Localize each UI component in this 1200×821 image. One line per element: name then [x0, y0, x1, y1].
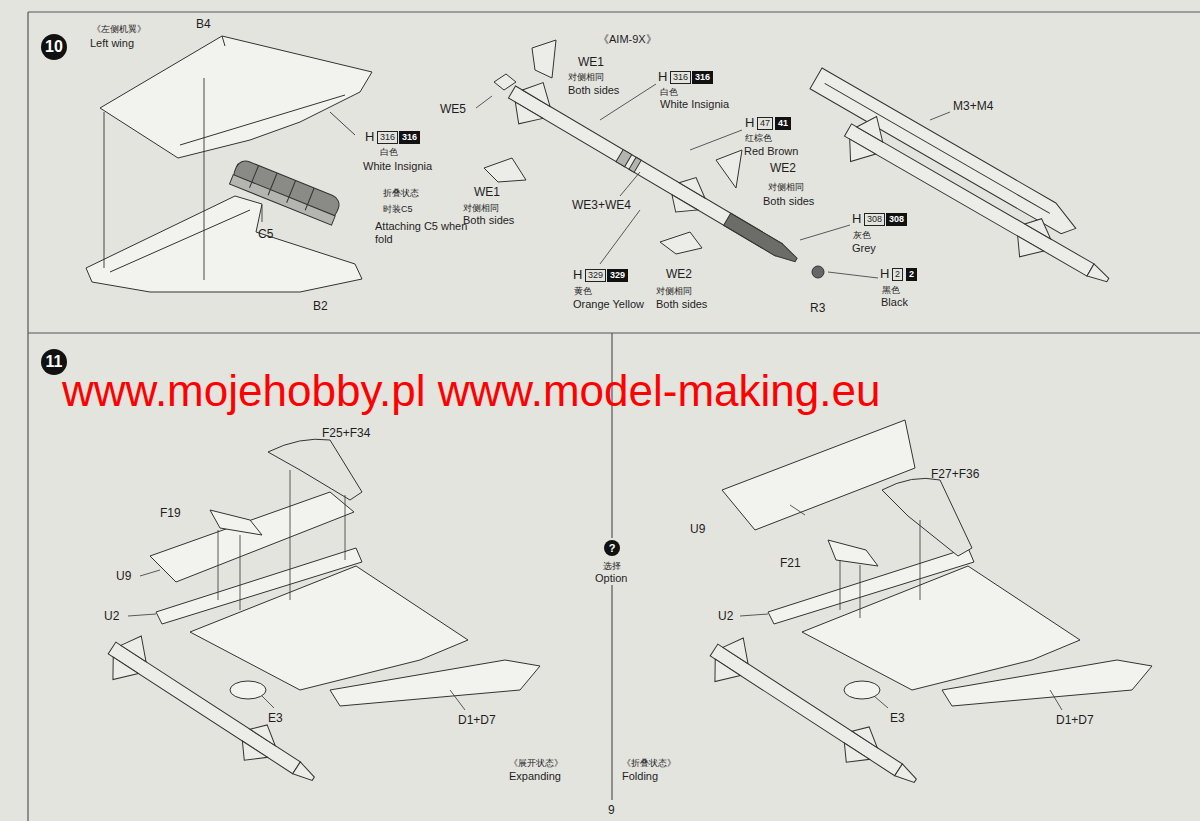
chinese-note: 对侧相同	[656, 286, 692, 296]
paint-code: 316	[692, 71, 713, 84]
color-name: White Insignia	[363, 160, 432, 173]
color-name: 红棕色	[745, 133, 772, 143]
chinese-note: 《左侧机翼》	[92, 24, 146, 34]
paint-prefix: H	[573, 268, 582, 283]
note: Both sides	[568, 84, 619, 97]
color-name: 白色	[380, 147, 398, 157]
part-number: U2	[718, 610, 733, 624]
part-number: WE2	[770, 162, 796, 176]
node-text: ?	[609, 542, 616, 554]
color-name: 黑色	[882, 285, 900, 295]
paint-prefix: H	[852, 212, 861, 227]
note: Both sides	[763, 195, 814, 208]
part-number: R3	[810, 302, 825, 316]
color-name: Red Brown	[744, 145, 798, 158]
part-number: E3	[268, 712, 283, 726]
chinese-note: 《展开状态》	[509, 758, 563, 768]
color-name: 白色	[660, 87, 678, 97]
paint-code: 2	[892, 268, 903, 281]
note: Expanding	[509, 770, 561, 783]
section-title: Left wing	[90, 37, 134, 50]
color-name: Orange Yellow	[573, 298, 644, 311]
part-number: WE2	[666, 268, 692, 282]
section-title: 《AIM-9X》	[598, 33, 657, 46]
note: Attaching C5 when fold	[375, 220, 470, 245]
paint-code: 308	[886, 213, 907, 226]
option-icon: ?	[604, 540, 620, 556]
part-number: WE5	[440, 103, 466, 117]
paint-code: 47	[757, 117, 773, 130]
color-name: Grey	[852, 242, 876, 255]
part-number: WE3+WE4	[572, 199, 631, 213]
node-text: 11	[46, 353, 63, 371]
color-name: Black	[881, 296, 908, 309]
part-number: U9	[690, 523, 705, 537]
paint-code: 2	[906, 268, 917, 281]
paint-prefix: H	[880, 267, 889, 282]
part-number: U2	[104, 610, 119, 624]
color-name: 黄色	[574, 286, 592, 296]
chinese-note: 对侧相同	[768, 182, 804, 192]
chinese-note: 对侧相同	[568, 72, 604, 82]
part-number: F27+F36	[931, 468, 979, 482]
color-name: White Insignia	[660, 98, 729, 111]
paint-code: 316	[670, 71, 691, 84]
chinese-note: 对侧相同	[463, 203, 499, 213]
paint-prefix: H	[365, 130, 374, 145]
paint-code: 329	[585, 269, 606, 282]
part-number: E3	[890, 712, 905, 726]
note: Option	[595, 572, 627, 585]
note: Both sides	[463, 214, 514, 227]
part-number: C5	[258, 228, 273, 242]
part-number: B4	[196, 18, 211, 32]
watermark: www.mojehobby.pl www.model-making.eu	[62, 366, 880, 417]
note: Folding	[622, 770, 658, 783]
paint-code: 316	[399, 131, 420, 144]
node-text: 10	[45, 38, 63, 56]
paint-code: 329	[607, 269, 628, 282]
part-number: F19	[160, 507, 181, 521]
part-number: D1+D7	[1056, 714, 1094, 728]
paint-prefix: H	[658, 70, 667, 85]
part-number: WE1	[474, 186, 500, 200]
chinese-note: 选择	[603, 561, 621, 571]
paint-code: 316	[377, 131, 398, 144]
paint-code: 41	[775, 117, 791, 130]
note: Both sides	[656, 298, 707, 311]
part-number: B2	[313, 300, 328, 314]
chinese-note: 《折叠状态》	[622, 758, 676, 768]
part-number: M3+M4	[953, 100, 993, 114]
step-number: 10	[41, 34, 67, 60]
chinese-note: 时装C5	[383, 204, 413, 214]
part-number: U9	[116, 570, 131, 584]
part-number: F21	[780, 557, 801, 571]
paint-prefix: H	[745, 116, 754, 131]
page-number: 9	[608, 804, 615, 818]
paint-code: 308	[864, 213, 885, 226]
chinese-note: 折叠状态	[383, 188, 419, 198]
color-name: 灰色	[853, 230, 871, 240]
part-number: D1+D7	[458, 714, 496, 728]
part-number: F25+F34	[322, 427, 370, 441]
part-number: WE1	[578, 56, 604, 70]
